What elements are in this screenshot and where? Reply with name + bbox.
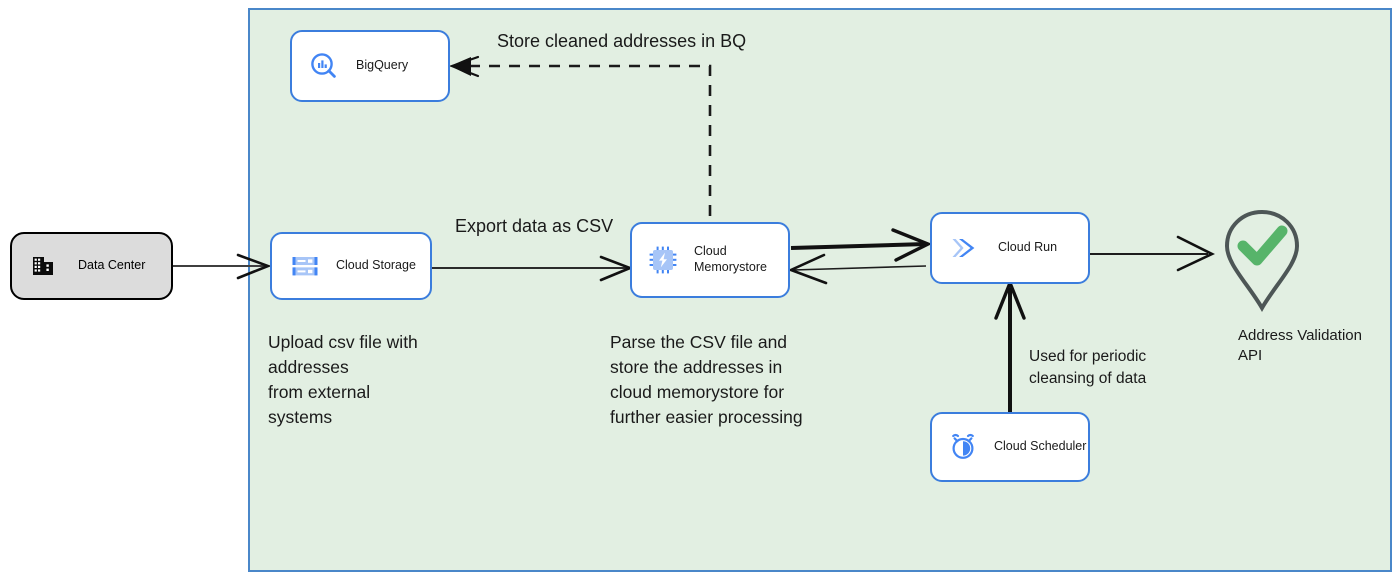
cloud-memorystore-icon [648, 245, 678, 275]
node-cloud-memorystore[interactable]: Cloud Memorystore [630, 222, 790, 298]
node-label: Cloud Run [998, 240, 1058, 255]
note-scheduler: Used for periodic cleansing of data [1029, 348, 1147, 387]
edge-label-export-csv: Export data as CSV [455, 216, 614, 236]
node-label: Data Center [78, 258, 146, 273]
cloud-run-icon [948, 232, 980, 264]
cloud-scheduler-icon [948, 432, 978, 462]
address-validation-api-label: Address Validation API [1238, 327, 1362, 365]
edge-label-store-cleaned: Store cleaned addresses in BQ [497, 31, 747, 51]
cloud-project-boundary [248, 8, 1392, 572]
node-bigquery[interactable]: BigQuery [290, 30, 450, 102]
node-cloud-run[interactable]: Cloud Run [930, 212, 1090, 284]
address-validation-api-marker[interactable] [1216, 206, 1308, 314]
node-label: Cloud Storage [336, 258, 416, 273]
node-data-center[interactable]: Data Center [10, 232, 173, 300]
node-label: Cloud Memorystore [694, 244, 767, 274]
node-label: Cloud Scheduler [994, 439, 1087, 454]
note-upload-csv: Upload csv file with addresses from exte… [268, 332, 418, 428]
node-cloud-scheduler[interactable]: Cloud Scheduler [930, 412, 1090, 482]
node-cloud-storage[interactable]: Cloud Storage [270, 232, 432, 300]
note-parse-csv: Parse the CSV file and store the address… [610, 332, 803, 428]
cloud-storage-icon [290, 251, 320, 281]
bigquery-icon [308, 50, 340, 82]
node-label: BigQuery [356, 58, 409, 73]
data-center-icon [30, 253, 56, 279]
